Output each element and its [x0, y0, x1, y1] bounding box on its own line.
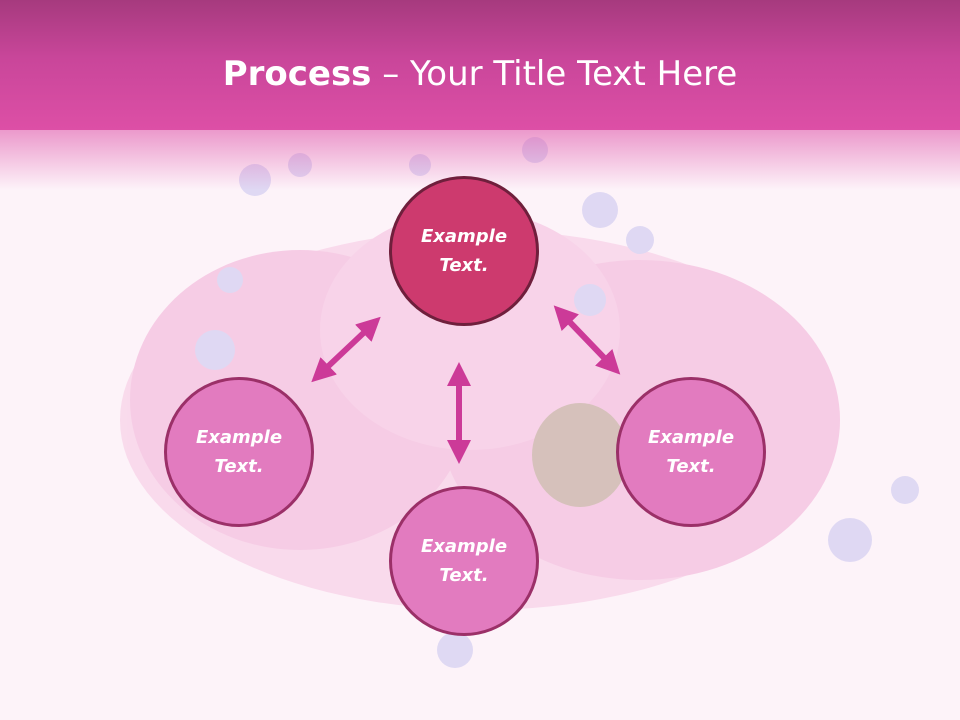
- title-banner: [0, 0, 960, 130]
- process-node-top: Example Text.: [389, 176, 539, 326]
- process-node-right: Example Text.: [616, 377, 766, 527]
- slide-title: Process – Your Title Text Here: [0, 52, 960, 96]
- title-rest: – Your Title Text Here: [371, 54, 738, 94]
- node-top-label: Example Text.: [420, 226, 508, 276]
- node-bottom-label: Example Text.: [420, 536, 508, 586]
- node-right-label: Example Text.: [647, 427, 735, 477]
- process-node-left: Example Text.: [164, 377, 314, 527]
- title-bold: Process: [222, 54, 372, 94]
- node-left-label: Example Text.: [195, 427, 283, 477]
- process-node-bottom: Example Text.: [389, 486, 539, 636]
- arrow-top-right: [553, 305, 621, 375]
- arrow-top-left: [311, 316, 381, 383]
